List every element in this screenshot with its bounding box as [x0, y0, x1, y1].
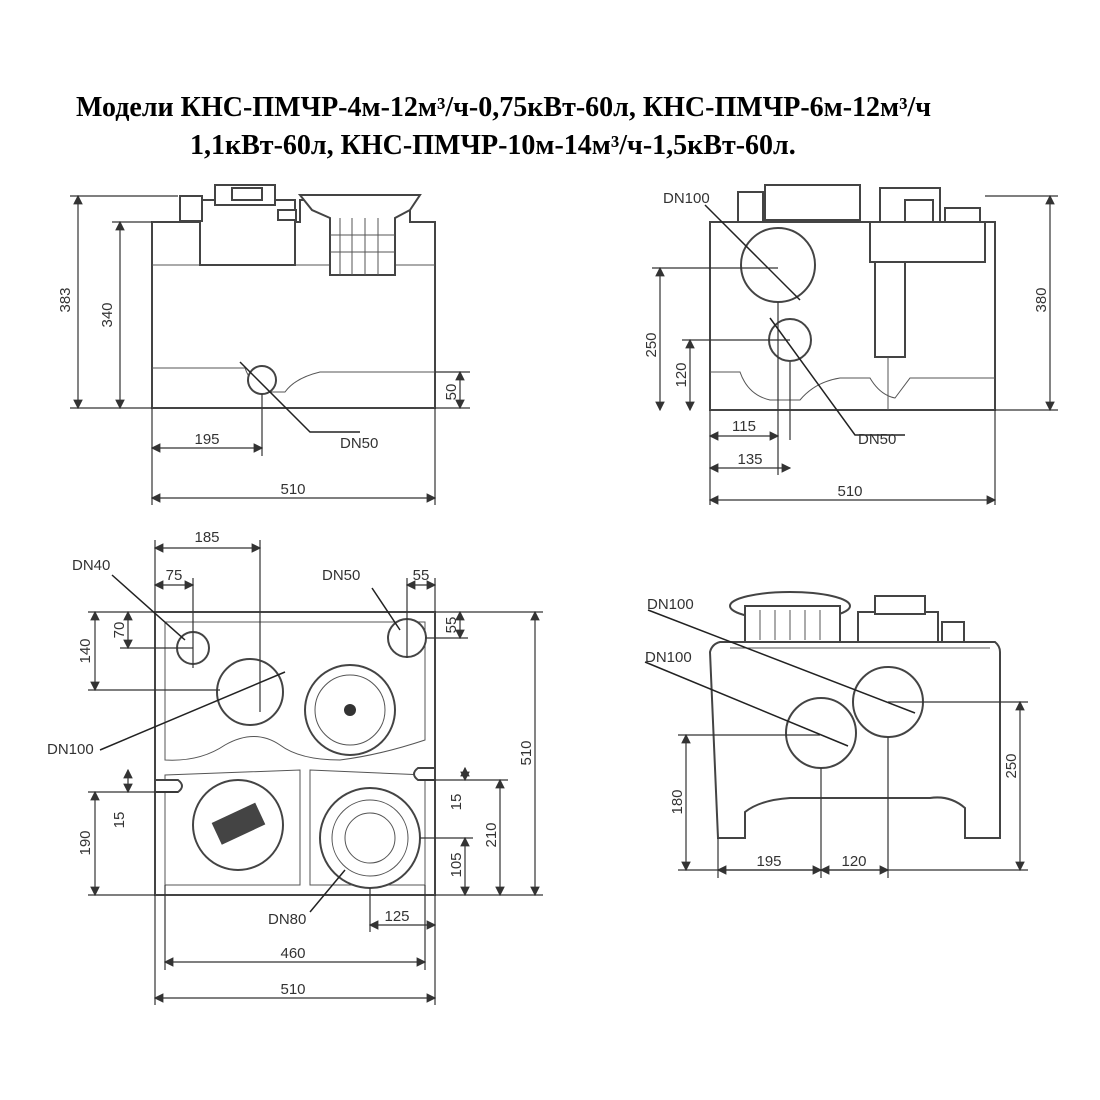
- top-dim-55-side: 55: [443, 617, 460, 634]
- top-label-dn100: DN100: [47, 741, 94, 758]
- rear-dim-120: 120: [841, 853, 866, 870]
- side-inlet-dn100: [740, 227, 816, 303]
- top-label-dn80: DN80: [268, 911, 306, 928]
- side-label-dn50: DN50: [858, 431, 896, 448]
- rear-dim-195: 195: [756, 853, 781, 870]
- side-pump-shaft: [874, 261, 906, 358]
- rear-dim-180: 180: [669, 789, 686, 814]
- top-dim-460: 460: [280, 945, 305, 962]
- top-dim-15-right: 15: [448, 794, 465, 811]
- side-dim-115: 115: [732, 418, 756, 435]
- front-dim-195: 195: [194, 431, 219, 448]
- top-dim-15-left: 15: [111, 812, 128, 829]
- title-line-2: 1,1кВт-60л, КНС-ПМЧР-10м-14м³/ч-1,5кВт-6…: [190, 130, 796, 161]
- top-view: 185 DN40 75 DN50 55 140 70 55 DN100 510 …: [47, 529, 543, 1005]
- top-label-dn40: DN40: [72, 557, 110, 574]
- top-dim-55-top: 55: [413, 567, 430, 584]
- rear-dim-250: 250: [1003, 753, 1020, 778]
- top-dim-140: 140: [77, 638, 94, 663]
- front-outlet-dn50: [247, 365, 277, 395]
- front-dim-510: 510: [280, 481, 305, 498]
- rear-pump-housing: [857, 611, 939, 643]
- side-label-dn100: DN100: [663, 190, 710, 207]
- rear-view: DN100 DN100 180 250 195 120: [644, 591, 1028, 878]
- top-dim-185: 185: [194, 529, 219, 546]
- top-dim-125: 125: [384, 908, 409, 925]
- front-dim-340: 340: [99, 302, 116, 327]
- top-label-dn50: DN50: [322, 567, 360, 584]
- rear-dn100-lower: [785, 697, 857, 769]
- side-dim-135: 135: [737, 451, 762, 468]
- top-dim-105: 105: [448, 852, 465, 877]
- front-view: 383 340 50 195 510 DN50: [57, 184, 470, 505]
- top-dim-70: 70: [111, 622, 128, 639]
- rear-label-dn100-a: DN100: [647, 596, 694, 613]
- side-dim-120: 120: [673, 362, 690, 387]
- top-dim-190: 190: [77, 830, 94, 855]
- top-dn100: [216, 658, 284, 726]
- side-view: DN100 380 250 120 115 135 510 DN50: [643, 184, 1058, 505]
- top-dim-510: 510: [280, 981, 305, 998]
- side-dim-380: 380: [1033, 287, 1050, 312]
- front-label-dn50: DN50: [340, 435, 378, 452]
- side-dim-250: 250: [643, 332, 660, 357]
- top-dim-510-side: 510: [518, 740, 535, 765]
- front-dim-50: 50: [443, 384, 460, 401]
- side-dim-510: 510: [837, 483, 862, 500]
- top-dim-75: 75: [166, 567, 183, 584]
- front-dim-383: 383: [57, 287, 74, 312]
- top-dn80: [319, 787, 421, 889]
- side-cover: [764, 184, 861, 221]
- title-line-1: Модели КНС-ПМЧР-4м-12м³/ч-0,75кВт-60л, К…: [76, 92, 932, 123]
- top-dim-210: 210: [483, 822, 500, 847]
- rear-label-dn100-b: DN100: [645, 649, 692, 666]
